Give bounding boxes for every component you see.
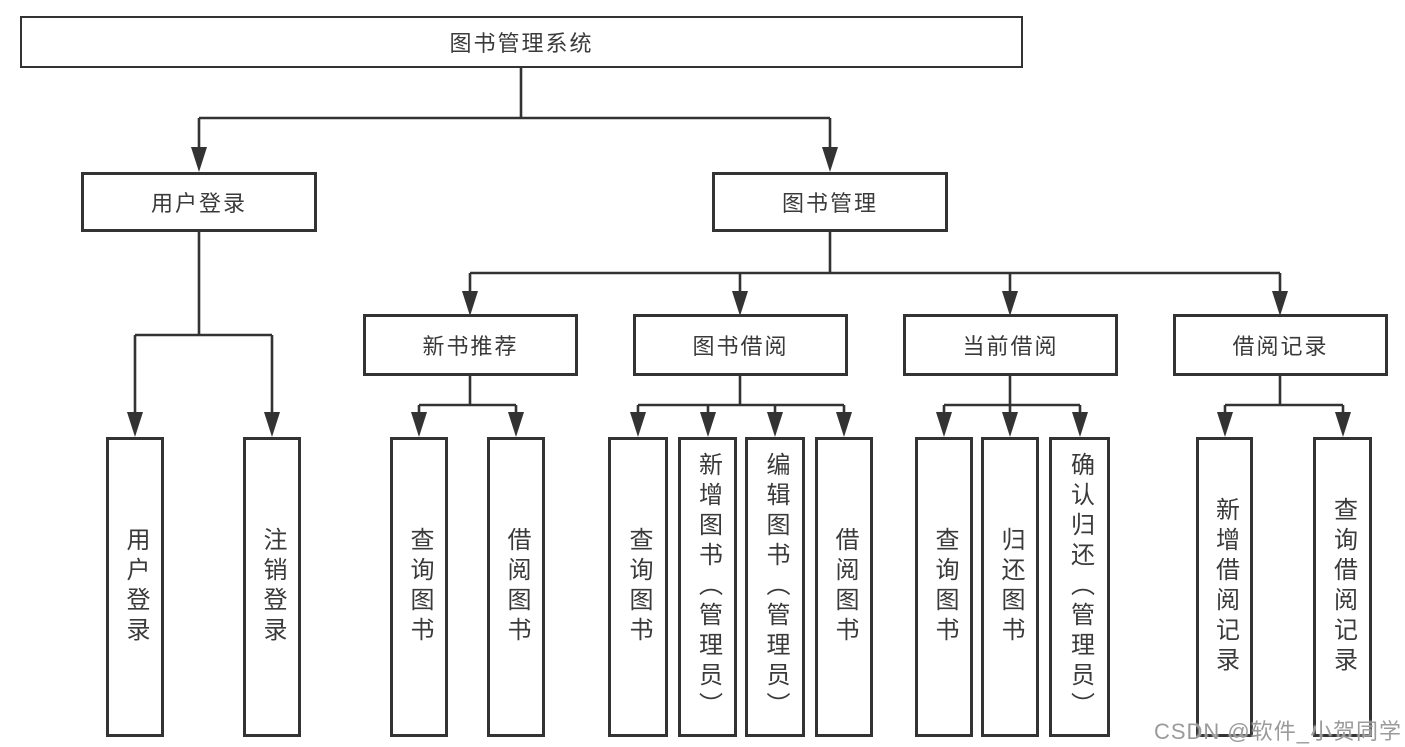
node-leaf-borrow-books-recommend: 借阅图书 — [487, 437, 545, 737]
node-leaf-query-books-current: 查询图书 — [915, 437, 973, 737]
arrow-down-icon — [836, 412, 852, 437]
node-label: 借阅图书 — [831, 527, 858, 647]
node-leaf-user-login: 用户登录 — [106, 437, 164, 737]
arrow-down-icon — [700, 412, 716, 437]
arrow-down-icon — [191, 147, 207, 172]
node-label: 确认归还（管理员） — [1066, 452, 1094, 722]
node-label: 用户登录 — [150, 191, 247, 216]
node-label: 图书管理 — [781, 191, 878, 216]
arrow-down-icon — [936, 412, 952, 437]
arrow-down-icon — [127, 412, 143, 437]
node-root-library-system: 图书管理系统 — [20, 16, 1023, 68]
arrow-down-icon — [1002, 412, 1018, 437]
node-leaf-confirm-return-admin: 确认归还（管理员） — [1049, 437, 1110, 737]
node-leaf-query-books-recommend: 查询图书 — [390, 437, 448, 737]
arrow-down-icon — [264, 412, 280, 437]
node-label: 编辑图书（管理员） — [762, 452, 789, 722]
node-label: 归还图书 — [997, 527, 1024, 647]
node-borrowing-records: 借阅记录 — [1173, 314, 1388, 376]
node-leaf-add-borrow-record: 新增借阅记录 — [1196, 437, 1253, 737]
node-leaf-add-books-admin: 新增图书（管理员） — [678, 437, 737, 737]
node-book-management-branch: 图书管理 — [712, 172, 948, 232]
node-label: 新增图书（管理员） — [694, 452, 722, 722]
node-label: 查询图书 — [931, 527, 958, 647]
arrow-down-icon — [1002, 291, 1018, 316]
node-leaf-query-borrow-record: 查询借阅记录 — [1313, 437, 1372, 737]
node-label: 借阅记录 — [1232, 334, 1329, 359]
node-label: 查询借阅记录 — [1329, 497, 1357, 677]
arrow-down-icon — [462, 291, 478, 316]
node-label: 查询图书 — [406, 527, 433, 647]
node-label: 注销登录 — [259, 527, 286, 647]
node-label: 借阅图书 — [503, 527, 530, 647]
node-label: 新增借阅记录 — [1211, 497, 1239, 677]
node-current-borrowing: 当前借阅 — [903, 314, 1118, 376]
arrow-down-icon — [1335, 412, 1351, 437]
node-label: 新书推荐 — [422, 334, 519, 359]
node-label: 图书管理系统 — [449, 31, 594, 56]
connector-paths — [133, 68, 1345, 414]
node-leaf-logout: 注销登录 — [243, 437, 301, 737]
arrowhead-icons — [127, 147, 1351, 437]
arrow-down-icon — [1072, 412, 1088, 437]
node-label: 用户登录 — [122, 527, 149, 647]
node-new-book-recommend: 新书推荐 — [363, 314, 578, 376]
node-leaf-edit-books-admin: 编辑图书（管理员） — [745, 437, 805, 737]
arrow-down-icon — [1217, 412, 1233, 437]
node-label: 查询图书 — [625, 527, 652, 647]
csdn-watermark: CSDN @软件_小贺同学 — [1153, 719, 1402, 744]
node-user-login-branch: 用户登录 — [81, 172, 317, 232]
node-label: 图书借阅 — [692, 334, 789, 359]
arrow-down-icon — [508, 412, 524, 437]
node-book-borrowing: 图书借阅 — [633, 314, 848, 376]
node-leaf-borrow-books: 借阅图书 — [815, 437, 873, 737]
arrow-down-icon — [1272, 291, 1288, 316]
node-label: 当前借阅 — [962, 334, 1059, 359]
arrow-down-icon — [767, 412, 783, 437]
arrow-down-icon — [630, 412, 646, 437]
arrow-down-icon — [732, 291, 748, 316]
arrow-down-icon — [822, 147, 838, 172]
node-leaf-return-books: 归还图书 — [981, 437, 1039, 737]
node-leaf-query-books-borrowing: 查询图书 — [608, 437, 668, 737]
arrow-down-icon — [411, 412, 427, 437]
